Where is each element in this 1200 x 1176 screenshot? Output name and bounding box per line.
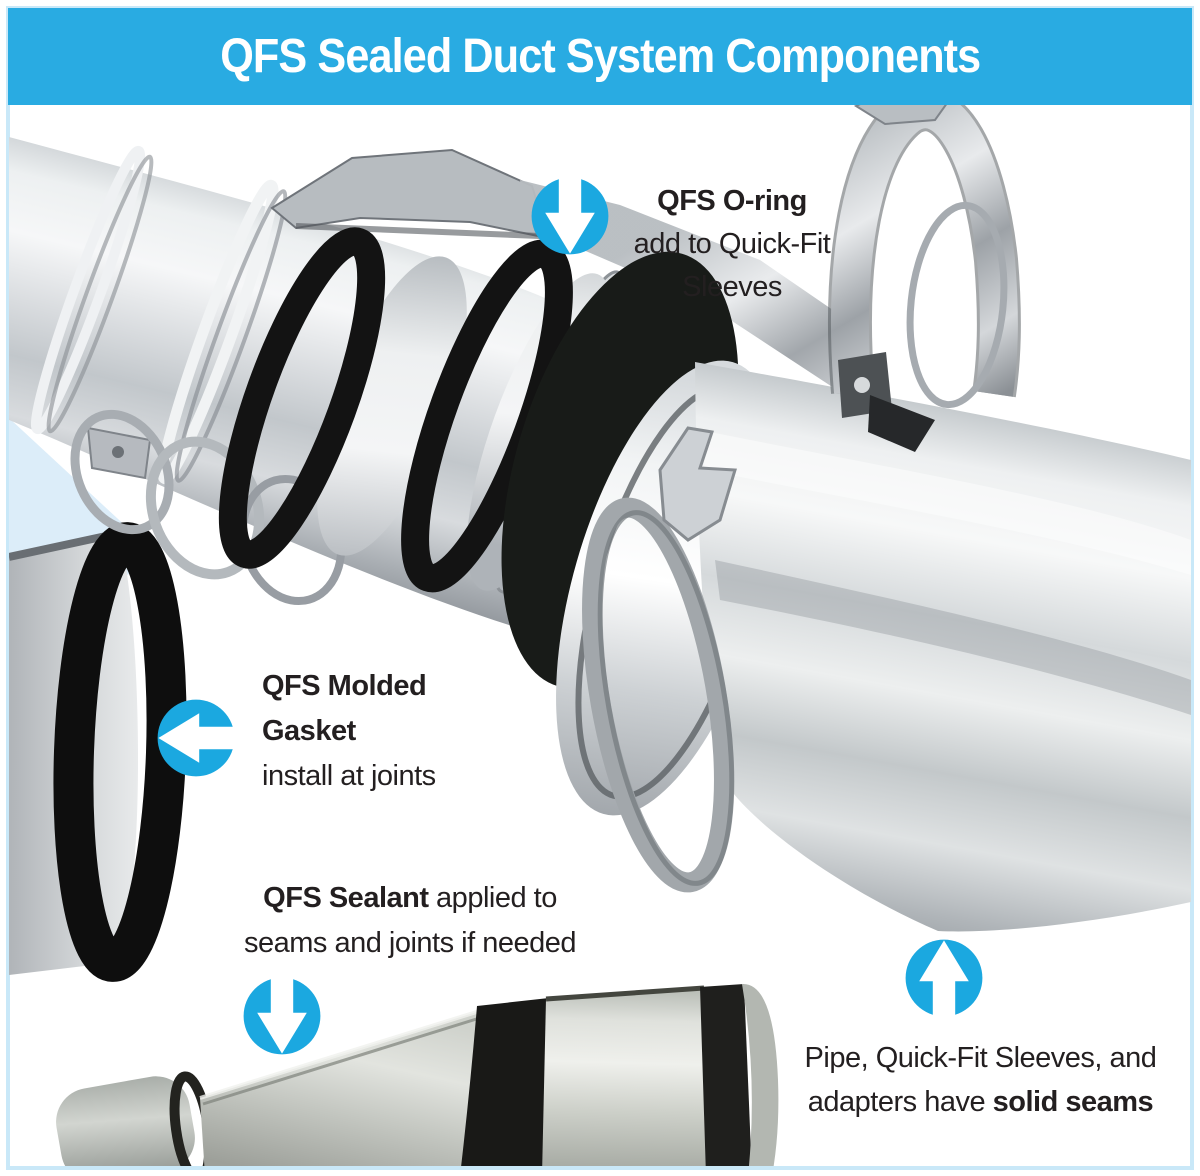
title-banner: QFS Sealed Duct System Components (8, 8, 1192, 105)
gasket-title-line1: QFS Molded (262, 670, 427, 702)
circle-arrow-down-icon (242, 976, 322, 1056)
sealant-line1: QFS Sealant applied to (210, 876, 610, 921)
seams-line1: Pipe, Quick-Fit Sleeves, and (804, 1042, 1157, 1074)
gasket-note: install at joints (262, 760, 436, 792)
band-clamp (828, 104, 1021, 452)
page-title: QFS Sealed Duct System Components (219, 30, 981, 83)
sealant-title: QFS Sealant (263, 882, 429, 914)
oring-line2: Sleeves (682, 271, 782, 303)
adapter-photo (56, 983, 779, 1166)
circle-arrow-left-icon (156, 698, 236, 778)
oring-callout: QFS O-ring add to Quick-Fit Sleeves (598, 180, 866, 309)
circle-arrow-up-icon (904, 938, 984, 1018)
seams-line2: adapters have solid seams (778, 1080, 1183, 1124)
molded-gasket-callout: QFS Molded Gasket install at joints (262, 664, 512, 799)
sealant-title-suffix: applied to (428, 882, 557, 914)
seams-line2-bold: solid seams (992, 1086, 1154, 1118)
molded-gasket-photo (9, 522, 187, 982)
oring-title: QFS O-ring (657, 185, 807, 217)
seams-line2-prefix: adapters have (807, 1086, 993, 1118)
oring-line1: add to Quick-Fit (633, 228, 831, 260)
solid-seams-callout: Pipe, Quick-Fit Sleeves, and adapters ha… (778, 1036, 1183, 1124)
gasket-title-line2: Gasket (262, 715, 356, 747)
sealant-callout: QFS Sealant applied to seams and joints … (210, 876, 610, 966)
circle-arrow-down-icon (530, 176, 610, 256)
main-duct-assembly (9, 137, 1191, 932)
sealant-line2: seams and joints if needed (244, 927, 577, 959)
